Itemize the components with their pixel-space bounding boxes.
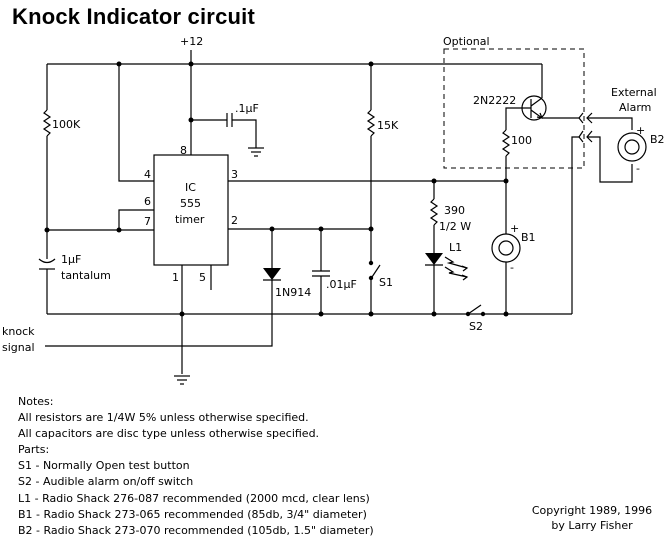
capacitor-0.01uf [312, 229, 330, 314]
ic-pin-4: 4 [144, 168, 151, 181]
ic-pin-6: 6 [144, 195, 151, 208]
transistor-2n2222 [505, 64, 579, 130]
ic-pin-8: 8 [180, 144, 187, 157]
ic-label-line3: timer [175, 213, 205, 226]
resistor-15k [366, 64, 376, 229]
note-line: All capacitors are disc type unless othe… [18, 427, 320, 441]
ic-555-body [153, 154, 229, 266]
ic-pin-3: 3 [231, 168, 238, 181]
resistor-390-value: 390 [444, 204, 465, 217]
external-alarm-label-2: Alarm [619, 101, 651, 114]
capacitor-0.1uf-label: .1µF [235, 102, 259, 115]
buzzer-b1 [491, 181, 521, 314]
part-line: L1 - Radio Shack 276-087 recommended (20… [18, 491, 370, 505]
copyright-line: Copyright 1989, 1996 [531, 504, 653, 517]
b2-plus: + [636, 124, 645, 137]
notes-heading: Notes: [18, 395, 54, 408]
diode-label: 1N914 [275, 286, 311, 299]
optional-label: Optional [443, 35, 490, 48]
supply-label: +12 [180, 35, 203, 48]
junction-dot [179, 311, 185, 317]
switch-s2-label: S2 [469, 320, 483, 333]
buzzer-b2 [617, 132, 647, 162]
buzzer-b1-label: B1 [521, 231, 536, 244]
led-l1 [425, 253, 469, 314]
switch-s2[interactable] [465, 304, 486, 317]
transistor-label: 2N2222 [473, 94, 516, 107]
resistor-100-label: 100 [511, 134, 532, 147]
note-line: All resistors are 1/4W 5% unless otherwi… [18, 411, 309, 425]
resistor-390 [429, 181, 439, 253]
ic-label-line2: 555 [180, 197, 201, 210]
b1-plus: + [510, 222, 519, 235]
resistor-100 [501, 129, 511, 181]
parts-heading: Parts: [18, 443, 50, 457]
external-alarm-connector[interactable] [571, 112, 633, 314]
diode-1n914 [45, 229, 281, 347]
part-line: S1 - Normally Open test button [18, 459, 190, 473]
capacitor-1uf-label: 1µF [61, 253, 81, 266]
diagram-title: Knock Indicator circuit [12, 4, 255, 29]
optional-section-box [443, 48, 585, 169]
ic-pin-2: 2 [231, 214, 238, 227]
ic-pin-1: 1 [172, 271, 179, 284]
part-line: S2 - Audible alarm on/off switch [18, 475, 194, 489]
part-line: B2 - Radio Shack 273-070 recommended (10… [18, 523, 374, 537]
notes-section: Notes: All resistors are 1/4W 5% unless … [18, 394, 374, 539]
b2-minus: - [636, 162, 640, 175]
resistor-100k-label: 100K [52, 118, 81, 131]
b1-minus: - [510, 261, 514, 274]
knock-signal-label-1: knock [2, 325, 35, 338]
copyright: Copyright 1989, 1996 by Larry Fisher [522, 503, 662, 533]
ground-symbol [174, 375, 190, 385]
author-line: by Larry Fisher [551, 519, 633, 532]
resistor-15k-label: 15K [377, 119, 399, 132]
knock-signal-label-2: signal [2, 341, 35, 354]
part-line: B1 - Radio Shack 273-065 recommended (85… [18, 507, 367, 521]
resistor-100k [42, 64, 52, 230]
buzzer-b2-label: B2 [650, 133, 665, 146]
resistor-390-rating: 1/2 W [439, 220, 471, 233]
wire-pin4 [118, 64, 154, 182]
external-alarm-label-1: External [611, 86, 657, 99]
capacitor-1uf-tantalum [38, 230, 56, 314]
led-l1-label: L1 [449, 241, 462, 254]
ic-pin-5: 5 [199, 271, 206, 284]
switch-s1[interactable] [368, 229, 381, 314]
capacitor-1uf-type: tantalum [61, 269, 111, 282]
capacitor-0.1uf [191, 113, 264, 157]
wire-pin6 [118, 209, 154, 230]
switch-s1-label: S1 [379, 276, 393, 289]
junction-dot [116, 227, 122, 233]
ic-pin-7: 7 [144, 215, 151, 228]
ic-label-line1: IC [185, 181, 196, 194]
capacitor-0.01uf-label: .01µF [326, 278, 357, 291]
